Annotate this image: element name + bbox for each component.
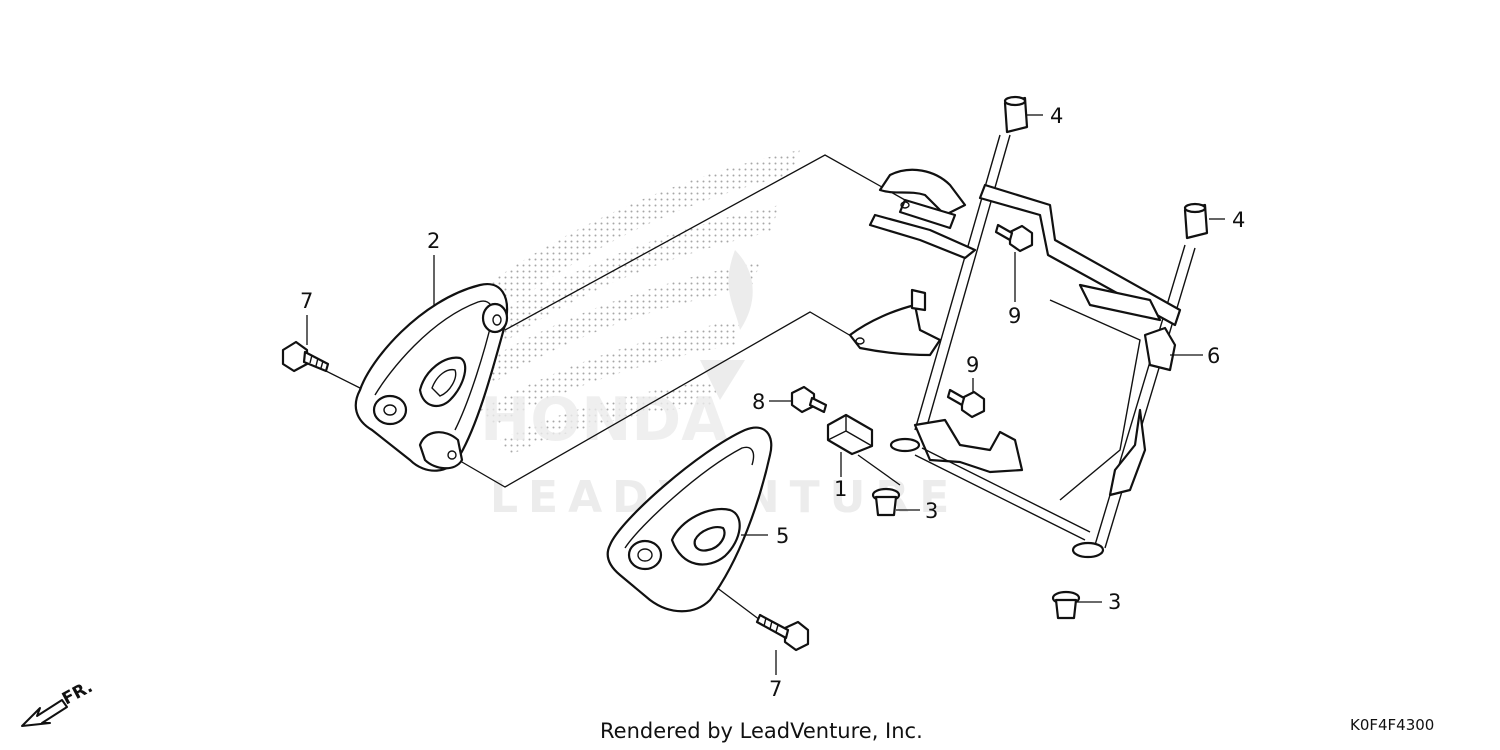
part-2-mount-bracket (354, 282, 509, 472)
part-3-grommet-lower (1051, 590, 1081, 620)
callout-9-lower: 9 (966, 353, 979, 377)
callout-1: 1 (834, 477, 847, 501)
front-direction-indicator: FR. (21, 677, 96, 727)
callout-3-lower: 3 (1108, 590, 1121, 614)
brand-wing-watermark (470, 150, 800, 455)
part-7-bolt-left (281, 340, 330, 373)
part-9-bolt-lower (946, 388, 986, 419)
part-8-bolt (790, 385, 828, 414)
callout-3-upper: 3 (925, 499, 938, 523)
callout-7-left: 7 (300, 289, 313, 313)
callout-7-right: 7 (769, 677, 782, 701)
part-4-collar-upper (1003, 95, 1029, 134)
diagram-code: K0F4F4300 (1350, 716, 1434, 734)
part-5-mount-bracket (606, 426, 773, 613)
callout-labels: 4 4 6 2 7 5 7 8 1 3 3 9 9 (300, 104, 1245, 701)
honda-wordmark-watermark: HONDA (480, 385, 728, 455)
callout-8: 8 (752, 390, 765, 414)
callout-4-upper: 4 (1050, 104, 1063, 128)
part-3-grommet-upper (871, 487, 901, 517)
part-7-bolt-right (755, 613, 810, 652)
callout-2: 2 (427, 229, 440, 253)
part-4-collar-lower (1183, 202, 1209, 240)
callout-5: 5 (776, 524, 789, 548)
part-1-clip (826, 413, 874, 456)
callout-4-lower: 4 (1232, 208, 1245, 232)
front-arrow-icon (21, 699, 68, 727)
svg-text:HONDA: HONDA (480, 385, 728, 455)
callout-9-upper: 9 (1008, 304, 1021, 328)
part-9-bolt-upper (994, 223, 1034, 253)
callout-6: 6 (1207, 344, 1220, 368)
render-credit: Rendered by LeadVenture, Inc. (600, 719, 923, 743)
callout-leaders (306, 114, 1225, 675)
part-6-stay-frame (848, 134, 1196, 559)
